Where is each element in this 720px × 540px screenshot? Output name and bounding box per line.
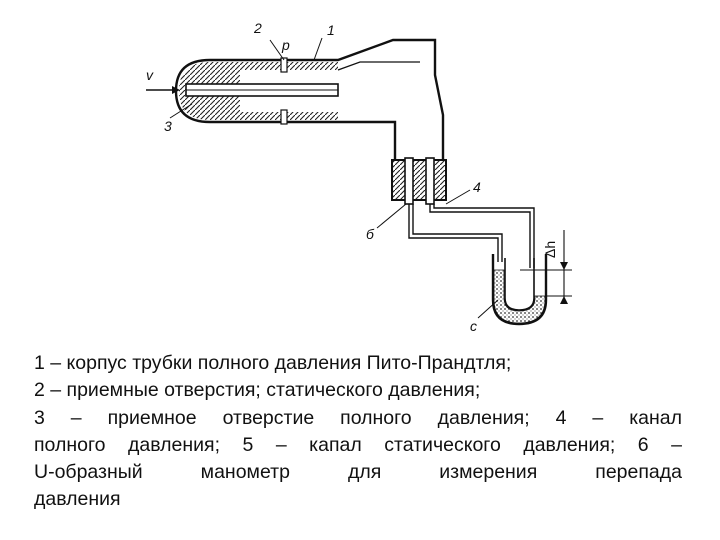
caption-line-6: давления xyxy=(34,488,121,511)
static-pressure-hole-bottom xyxy=(280,109,288,125)
static-pressure-hole xyxy=(280,57,288,73)
caption-line-3: 3 – приемное отверстие полного давления;… xyxy=(34,406,682,429)
caption-line-2: 2 – приемные отверстия; статического дав… xyxy=(34,379,481,402)
label-6: c xyxy=(470,318,477,334)
label-v: v xyxy=(146,67,154,83)
label-1: 1 xyxy=(327,22,335,38)
label-3: 3 xyxy=(164,118,172,134)
connecting-pipes xyxy=(408,204,535,268)
label-2: 2 xyxy=(253,20,262,36)
manometer-liquid xyxy=(493,269,546,324)
label-delta-h: Δh xyxy=(542,241,558,258)
label-5: б xyxy=(366,226,375,242)
leader-lines xyxy=(169,37,499,319)
caption-line-4: полного давления; 5 – капал статического… xyxy=(34,433,682,456)
tube-body xyxy=(174,38,445,167)
flow-arrow xyxy=(146,86,180,94)
label-p: p xyxy=(281,37,290,53)
caption-line-5: U-образный манометр для измерения перепа… xyxy=(34,461,682,484)
figure-caption: 1 – корпус трубки полного давления Пито-… xyxy=(34,350,682,514)
pitot-prandtl-tube-diagram: 2 p 1 v 3 4 б c Δh xyxy=(146,20,572,334)
caption-line-1: 1 – корпус трубки полного давления Пито-… xyxy=(34,352,512,374)
u-tube-manometer xyxy=(491,230,572,326)
tube-connector-base xyxy=(391,157,447,205)
label-4: 4 xyxy=(473,179,481,195)
